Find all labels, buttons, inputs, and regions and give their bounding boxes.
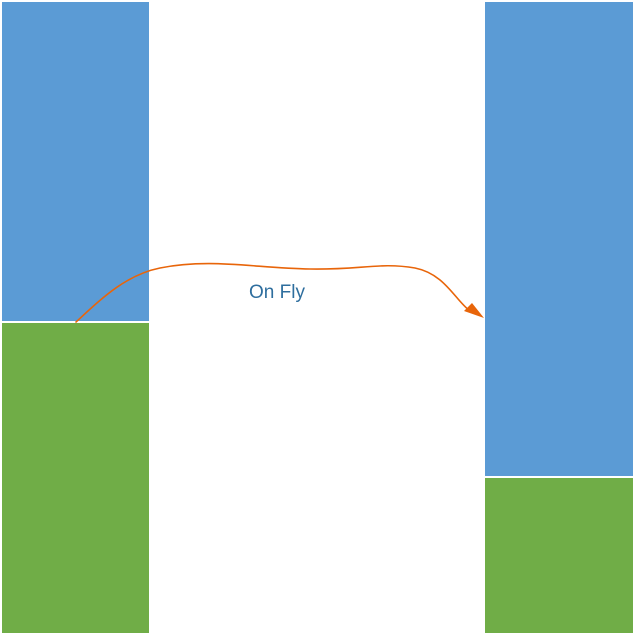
stack-after-upper-segment <box>485 2 633 476</box>
arrow-label: On Fly <box>249 282 305 303</box>
arrow-head-icon <box>464 303 484 318</box>
stack-after <box>485 2 633 633</box>
stack-after-lower-segment <box>485 475 633 633</box>
stack-before-upper-segment <box>2 2 149 321</box>
stack-before-lower-segment <box>2 320 149 633</box>
stack-before <box>2 2 149 633</box>
